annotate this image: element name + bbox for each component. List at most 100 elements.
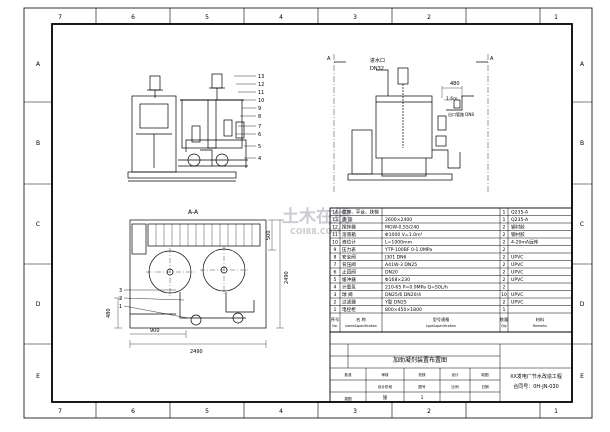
table-cell-spec: 800×450×1800 [385,307,422,313]
table-cell-no: 9 [334,247,337,253]
side-note: 出口管路 DN8 [448,111,474,117]
table-cell-material: UPVC [511,262,523,268]
table-cell-qty: 2 [503,255,506,261]
table-cell-qty: 2 [503,240,506,246]
role-label: 制图 [481,372,489,377]
side-pump [435,135,447,147]
table-cell-no: 12 [332,225,338,231]
zone-label: 7 [58,14,62,21]
table-cell-no: 8 [334,255,337,261]
table-cell-name: 球 阀 [342,291,353,298]
table-cell-no: 10 [332,240,338,246]
table-cell-no: 2 [334,300,337,306]
stage-value: 施 [383,394,388,401]
zone-label: 6 [131,14,135,21]
zone-label: 4 [279,14,283,21]
callout-number: 9 [258,106,261,112]
table-cell-no: 14 [332,210,338,216]
callout-number: 13 [258,74,264,80]
bottom-zone-labels: 7 6 5 4 3 2 1 [58,408,558,415]
table-cell-name: 过滤器 [342,299,356,306]
table-cell-name: 液位计 [342,239,356,246]
dim-side-level: 1.6m [446,96,458,102]
callout-number: 12 [258,82,264,88]
field-label: 图号 [418,384,426,389]
header-name: 名 称 [356,316,366,323]
table-cell-no: 6 [334,270,337,276]
table-cell-qty: 1 [503,307,506,313]
drawing-title: 加助凝剂装置布置图 [393,356,447,364]
zone-label: B [36,140,40,147]
zone-label: 6 [131,408,135,415]
side-elevation-view [333,54,489,192]
plan-outline [129,219,267,329]
table-cell-qty: 2 [503,232,506,238]
outlet-pipe [446,95,474,111]
zone-label: 2 [427,408,431,415]
table-cell-spec: DN20 [385,270,398,276]
solution-tank [181,99,217,149]
plan-cabinet [131,223,147,255]
role-label: 描图 [344,396,352,401]
table-cell-qty: 2 [503,270,506,276]
cabinet-panel [139,103,169,129]
plan-section-labels: A-A 3 2 1 2490 900 480 500 2490 [106,209,290,355]
plan-dimensions [114,219,284,348]
header-spec-en: type&specification [426,324,456,328]
table-cell-qty: 2 [503,247,506,253]
table-cell-material: Q235-A [511,210,529,216]
callout-number: 10 [258,98,264,104]
table-cell-name: 搅拌器 [342,224,356,231]
agitator-motor [211,73,223,89]
callout-number: 11 [258,90,264,96]
table-cell-no: 5 [334,277,337,283]
side-dimensions [441,86,463,101]
dim-side-height: 480 [450,81,460,87]
title-block-roles: 批准 审核 校核 设计 制图 描图 [344,372,489,401]
right-zone-labels: A B C D E [580,61,585,380]
control-cabinet [131,95,177,173]
table-cell-spec: DN25/6 DN20/4 [385,292,421,298]
dim-plan-900: 900 [150,328,160,334]
platform-hatch [155,224,253,246]
table-cell-spec: 210-65 P=0.9MPa Q=50L/h [385,285,448,291]
header-material: 材料 [536,316,545,323]
project-name: XX发电厂节水改造工程 [510,373,562,380]
table-cell-no: 13 [332,217,338,223]
zone-label: A [36,61,41,68]
table-cell-spec: A41W-3 DN25 [385,262,417,268]
table-cell-material: UPVC [511,277,523,283]
table-cell-name: 压力表 [342,246,356,253]
table-cell-qty: 2 [503,262,506,268]
zone-label: 4 [279,408,283,415]
side-motor [397,67,409,85]
side-cabinet [351,129,373,175]
section-mark-left: A [327,56,331,62]
callout-number: 1 [119,304,122,310]
zone-label: 1 [554,408,558,415]
inlet-label: 进水口 [370,57,385,64]
side-buffer [437,115,447,131]
base-frame [127,171,237,179]
table-cell-spec: MGW-0.55/240 [385,225,419,231]
tank-legs [381,158,427,177]
zone-label: 5 [205,408,209,415]
buffer-vessel [191,125,201,143]
table-cell-name: 溶液箱 [342,231,356,238]
table-cell-spec: J301 DN6 [384,255,407,261]
dim-plan-depth: 2490 [284,271,290,284]
section-title: A-A [188,209,199,216]
title-block: 加助凝剂装置布置图 XX发电厂节水改造工程 合同号：0H-JN-030 批准 审… [329,331,573,403]
front-elevation-callouts: 13 12 11 10 9 8 7 6 5 4 [258,74,264,162]
zone-label: D [580,301,585,308]
table-cell-name: 安全阀 [342,254,356,261]
table-cell-qty: 10 [501,292,507,298]
zone-label: B [580,140,584,147]
field-label: 比例 [451,384,459,389]
table-cell-name: 缓冲器 [342,276,356,283]
header-material-en: Remarks [533,324,547,328]
left-zone-labels: A B C D E [36,61,41,380]
table-cell-material: UPVC [511,255,523,261]
zone-label: C [580,221,584,228]
